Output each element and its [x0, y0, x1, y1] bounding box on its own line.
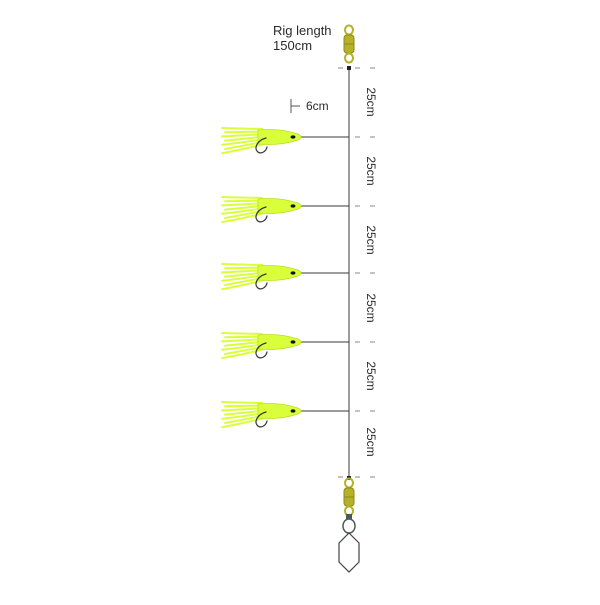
hook-icon [255, 411, 268, 428]
lure-tentacle [221, 143, 263, 155]
lure-eye [290, 409, 296, 413]
hook-icon [255, 273, 268, 290]
segment-label: 25cm [364, 361, 378, 391]
line-knot [347, 66, 351, 70]
lure-eye [290, 271, 296, 275]
lures [221, 127, 302, 429]
lure-tentacle [221, 133, 263, 138]
lure-tentacle [221, 263, 263, 266]
dropper-lines [298, 136, 349, 412]
lure-body [257, 129, 302, 145]
lure-eye [290, 340, 296, 344]
dropper-length-marker [290, 99, 300, 113]
lure-tentacle [224, 130, 263, 134]
lure-tentacle [224, 266, 263, 270]
lure-tentacle [221, 338, 263, 343]
lure-tentacle [221, 127, 263, 130]
segment-label: 25cm [364, 156, 378, 186]
lure-tentacle [221, 332, 263, 335]
lure-tentacle [221, 348, 263, 360]
sinker-icon [338, 514, 360, 573]
lure-tentacle [224, 404, 263, 408]
lure-tentacle [224, 199, 263, 203]
swivel-eye [344, 52, 354, 64]
top-swivel-icon [343, 24, 355, 64]
bottom-swivel-icon [343, 477, 355, 517]
rig-length-label: Rig length [273, 23, 332, 38]
swivel-eye [344, 24, 354, 36]
lure-tentacle [221, 212, 263, 224]
lure-eye [290, 204, 296, 208]
lure-tentacle [224, 335, 263, 339]
lure-body [257, 265, 302, 281]
squid-lure-icon [221, 401, 302, 429]
hook-icon [255, 137, 268, 154]
squid-lure-icon [221, 196, 302, 224]
lure-tentacle [221, 401, 263, 404]
lure-tentacle [221, 196, 263, 199]
rig-length-value: 150cm [273, 38, 313, 53]
lure-body [257, 403, 302, 419]
segment-label: 25cm [364, 427, 378, 457]
rig-length-title: Rig length 150cm [273, 23, 332, 53]
hook-icon [255, 206, 268, 223]
segment-label: 25cm [364, 293, 378, 323]
squid-lure-icon [221, 127, 302, 155]
squid-lure-icon [221, 332, 302, 360]
lure-eye [290, 135, 296, 139]
segment-label: 25cm [364, 225, 378, 255]
lure-tentacle [221, 279, 263, 291]
squid-lure-icon [221, 263, 302, 291]
lure-tentacle [221, 417, 263, 429]
lure-body [257, 334, 302, 350]
lure-tentacle [221, 407, 263, 412]
dropper-length-label: 6cm [306, 99, 329, 113]
sinker-body [338, 532, 360, 573]
lure-tentacle [221, 202, 263, 207]
hook-icon [255, 342, 268, 359]
snap-ring [342, 518, 356, 534]
lure-body [257, 198, 302, 214]
snap-connector [346, 514, 352, 519]
segment-label: 25cm [364, 87, 378, 117]
lure-tentacle [221, 269, 263, 274]
